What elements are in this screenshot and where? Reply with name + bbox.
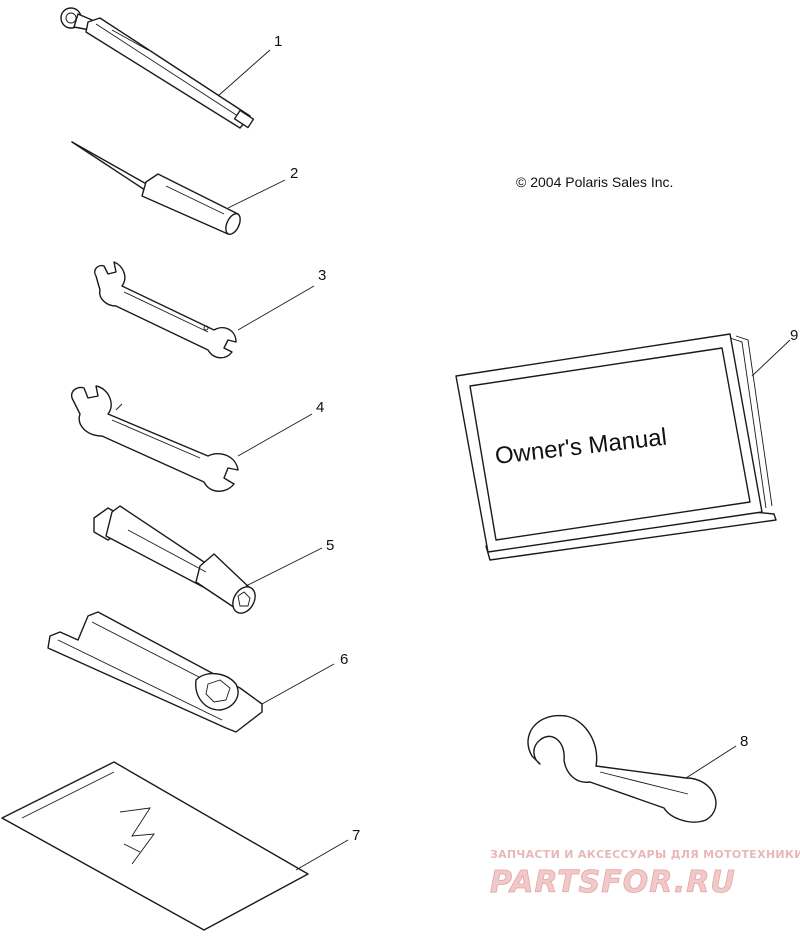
- callout-9: 9: [790, 327, 798, 344]
- plug-wrench-illustration: [47, 611, 263, 733]
- leader-line-4: [237, 413, 313, 457]
- leader-line-6: [261, 663, 335, 705]
- leader-line-1: [217, 49, 271, 97]
- leader-line-3: [237, 285, 315, 331]
- leader-line-2: [227, 179, 286, 209]
- leader-line-7: [295, 839, 349, 871]
- owners-manual-illustration: Owner's Manual: [455, 333, 777, 561]
- callout-5: 5: [326, 537, 334, 554]
- callout-6: 6: [340, 651, 348, 668]
- small-wrench-illustration: [94, 261, 237, 359]
- copyright-notice: © 2004 Polaris Sales Inc.: [516, 174, 673, 190]
- callout-4: 4: [316, 399, 324, 416]
- callout-7: 7: [352, 827, 360, 844]
- callout-3: 3: [318, 267, 326, 284]
- callout-1: 1: [274, 33, 282, 50]
- leader-line-5: [245, 547, 323, 587]
- callout-2: 2: [290, 165, 298, 182]
- leader-line-9: [751, 339, 791, 377]
- tool-bag-illustration: [1, 761, 309, 931]
- tire-gauge-illustration: [60, 7, 255, 129]
- callout-8: 8: [740, 733, 748, 750]
- watermark-caption: ЗАПЧАСТИ И АКСЕССУАРЫ ДЛЯ МОТОТЕХНИКИ: [490, 848, 800, 861]
- screwdriver-illustration: [71, 141, 241, 235]
- leader-line-8: [685, 745, 737, 779]
- spark-plug-socket-illustration: [93, 505, 256, 614]
- large-wrench-illustration: [70, 385, 239, 492]
- watermark-logo: PARTSFOR.RU: [490, 865, 736, 900]
- spanner-wrench-illustration: [527, 714, 717, 823]
